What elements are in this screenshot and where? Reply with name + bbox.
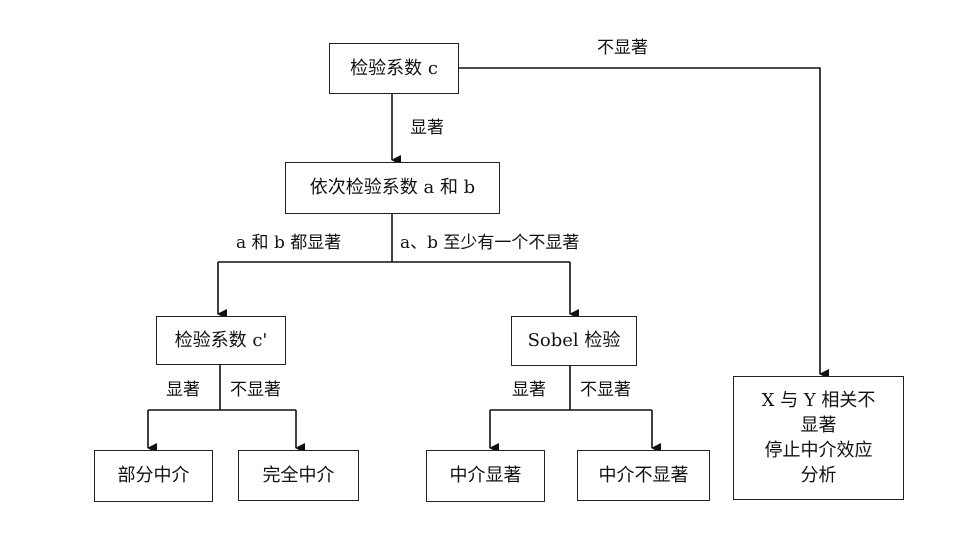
label-c-not-significant: 不显著: [597, 38, 648, 58]
label-ab-one-not-significant: a、b 至少有一个不显著: [400, 233, 580, 253]
node-mediation-significant: 中介显著: [426, 450, 545, 502]
label-cprime-not-significant: 不显著: [230, 380, 281, 400]
node-mediation-not-significant: 中介不显著: [577, 450, 710, 501]
label-sobel-significant: 显著: [512, 380, 546, 400]
node-test-c: 检验系数 c: [329, 43, 459, 94]
label-c-significant: 显著: [410, 118, 444, 138]
stop-line-2: 显著: [800, 415, 837, 436]
node-sobel: Sobel 检验: [511, 316, 637, 366]
label-ab-both-significant: a 和 b 都显著: [236, 233, 342, 253]
node-test-c-prime: 检验系数 c': [156, 316, 286, 365]
node-partial-mediation: 部分中介: [94, 450, 213, 502]
node-test-ab: 依次检验系数 a 和 b: [285, 162, 500, 214]
node-full-mediation: 完全中介: [238, 450, 359, 501]
stop-line-3: 停止中介效应: [764, 440, 873, 461]
stop-line-4: 分析: [800, 465, 837, 486]
label-cprime-significant: 显著: [166, 380, 200, 400]
label-sobel-not-significant: 不显著: [580, 380, 631, 400]
edge-c-to-stop: [458, 67, 829, 379]
stop-line-1: X 与 Y 相关不: [761, 390, 876, 411]
node-stop-analysis: X 与 Y 相关不 显著 停止中介效应 分析: [733, 376, 904, 500]
